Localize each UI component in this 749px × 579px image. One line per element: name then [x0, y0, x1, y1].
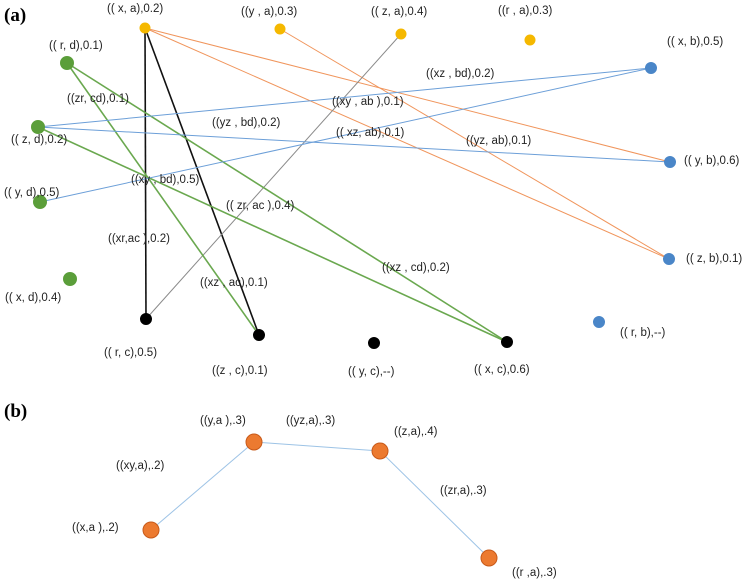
panel-b-label: (b): [4, 401, 27, 422]
node-label-yd: (( y, d),0.5): [4, 187, 60, 199]
panel-b-nodes: [142, 433, 498, 567]
edge-label-xy-bd: ((xy , bd),0.5): [131, 174, 200, 186]
edge-xa-yb: [144, 27, 671, 163]
edge-ya-zb: [279, 28, 670, 260]
node-rc: [140, 313, 152, 325]
b-edge-xa-ya: [150, 441, 255, 531]
node-rb: [593, 316, 605, 328]
node-label-rc: (( r, c),0.5): [104, 347, 157, 359]
b-edge-label-xy: ((xy,a),.2): [116, 460, 165, 472]
b-edge-label-yz: ((yz,a),.3): [286, 415, 335, 427]
edge-zd-yb: [37, 126, 671, 163]
b-edge-za-ra: [379, 450, 490, 559]
panel-b-edges: [150, 441, 490, 559]
edge-xa-zc: [144, 27, 260, 336]
node-label-zd: (( z, d),0.2): [11, 134, 67, 146]
node-ra: [524, 34, 536, 46]
panel-a-nodes: [31, 22, 676, 349]
b-node-label-za: ((z,a),.4): [394, 426, 438, 438]
node-yb: [664, 156, 676, 168]
edge-label-yz-bd: ((yz , bd),0.2): [212, 117, 281, 129]
edge-rd-xc: [66, 62, 508, 343]
b-edge-ya-za: [253, 441, 381, 452]
node-label-yb: (( y, b),0.6): [684, 155, 740, 167]
panel-a-edges: [37, 27, 671, 343]
node-ya: [274, 23, 286, 35]
edge-label-xz-cd: ((xz , cd),0.2): [382, 262, 450, 274]
edge-label-xr-ac: ((xr,ac ),0.2): [108, 233, 170, 245]
node-rd: [60, 56, 74, 70]
node-label-zc: ((z , c),0.1): [212, 365, 268, 377]
b-node-label-ya: ((y,a ),.3): [200, 415, 246, 427]
node-label-xd: (( x, d),0.4): [5, 292, 61, 304]
node-label-xc: (( x, c),0.6): [474, 364, 530, 376]
edge-zd-xc: [37, 126, 508, 343]
node-yc: [368, 337, 380, 349]
node-zd: [31, 120, 45, 134]
b-edge-label-zr: ((zr,a),.3): [440, 485, 487, 497]
node-label-zb: (( z, b),0.1): [686, 253, 742, 265]
edge-zd-xb: [37, 67, 652, 128]
b-node-za: [371, 442, 389, 460]
node-zb: [663, 253, 675, 265]
node-label-xa: (( x, a),0.2): [107, 3, 163, 15]
edge-rd-zc: [66, 62, 260, 336]
node-yd: [33, 195, 47, 209]
node-label-za: (( z, a),0.4): [371, 6, 427, 18]
node-label-ya: ((y , a),0.3): [241, 6, 297, 18]
edge-label-xy-ab: ((xy , ab ),0.1): [332, 96, 404, 108]
panel-a-label: (a): [4, 5, 26, 26]
b-node-ra: [480, 549, 498, 567]
edge-label-zr-ac: (( zr, ac ),0.4): [226, 200, 295, 212]
b-node-xa: [142, 521, 160, 539]
node-xd: [63, 272, 77, 286]
node-label-rb: (( r, b),--): [620, 327, 666, 339]
node-label-xb: (( x, b),0.5): [667, 36, 723, 48]
edge-label-xz-ab: (( xz, ab),0.1): [336, 127, 405, 139]
node-xa: [139, 22, 151, 34]
b-node-ya: [245, 433, 263, 451]
node-za: [395, 28, 407, 40]
node-label-rd: (( r, d),0.1): [49, 40, 103, 52]
node-xb: [645, 62, 657, 74]
node-label-ra: ((r , a),0.3): [498, 5, 552, 17]
edge-label-xz-ac: ((xz , ac),0.1): [200, 277, 268, 289]
edge-label-xz-bd: ((xz , bd),0.2): [426, 68, 495, 80]
edge-yd-xb: [39, 67, 652, 203]
edge-za-rc: [145, 33, 402, 320]
edge-label-yz-ab: ((yz, ab),0.1): [466, 135, 531, 147]
edge-xa-zb: [144, 27, 670, 260]
node-zc: [253, 329, 265, 341]
edge-label-zr-cd: ((zr, cd),0.1): [67, 93, 129, 105]
node-xc: [501, 336, 513, 348]
node-label-yc: (( y, c),--): [348, 366, 395, 378]
b-node-label-ra: ((r ,a),.3): [512, 567, 557, 579]
b-node-label-xa: ((x,a ),.2): [72, 522, 119, 534]
